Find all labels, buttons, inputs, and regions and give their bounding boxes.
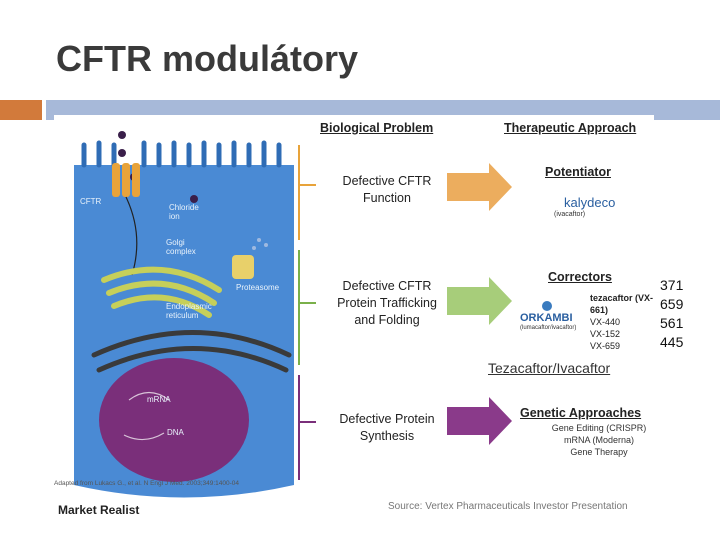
arrow-correctors (447, 277, 512, 325)
genetic-item: Gene Therapy (570, 447, 628, 457)
slide-title: CFTR modulátory (56, 38, 358, 79)
adapted-from: Adapted from Lukacs G., et al. N Engl J … (54, 480, 239, 487)
kalydeco-sub: (ivacaftor) (554, 211, 586, 218)
orkambi-logo: ORKAMBI (520, 312, 573, 324)
market-realist-logo: Market Realist (58, 503, 140, 517)
cell-illustration (74, 131, 552, 498)
side-number: 659 (660, 296, 684, 312)
problem-trafficking: Defective CFTR Protein Trafficking and F… (337, 279, 437, 327)
label-mrna: mRNA (147, 395, 171, 404)
orkambi-logo-icon (542, 301, 552, 311)
proteasome (232, 255, 254, 279)
problem-function: Defective CFTR Function (342, 174, 432, 205)
nucleus (99, 358, 249, 482)
approach-genetic: Genetic Approaches (520, 406, 642, 420)
corrector-list: tezacaftor (VX-661) VX-440 VX-152 VX-659 (590, 292, 654, 352)
cilia (81, 140, 282, 168)
divider-1 (298, 145, 316, 240)
endoplasmic-reticulum (91, 330, 292, 373)
kalydeco-logo: kalydeco (564, 195, 616, 210)
genetic-item: Gene Editing (CRISPR) (551, 423, 647, 433)
col-problem-header: Biological Problem (320, 121, 434, 135)
corrector-item: tezacaftor (VX-661) (590, 293, 654, 315)
label-chloride: Chloride ion (169, 203, 199, 221)
source-note: Source: Vertex Pharmaceuticals Investor … (388, 501, 628, 512)
genetic-list: Gene Editing (CRISPR) mRNA (Moderna) Gen… (549, 422, 649, 458)
side-numbers: 371 659 561 445 (660, 276, 683, 352)
label-er: Endoplasmic reticulum (166, 302, 212, 320)
label-proteasome: Proteasome (236, 283, 280, 292)
side-number: 561 (660, 315, 684, 331)
label-cftr: CFTR (80, 197, 102, 206)
genetic-item: mRNA (Moderna) (563, 435, 635, 445)
accent-square (0, 100, 42, 120)
divider-2 (298, 250, 316, 365)
approach-correctors: Correctors (548, 270, 612, 284)
tezacaftor-link[interactable]: Tezacaftor/Ivacaftor (488, 360, 611, 376)
corrector-item: VX-152 (590, 329, 621, 339)
side-number: 371 (660, 277, 684, 293)
orkambi-sub: (lumacaftor/ivacaftor) (520, 325, 577, 331)
divider-3 (298, 375, 316, 480)
cftr-figure: Biological Problem Therapeutic Approach … (54, 115, 654, 520)
approach-potentiator: Potentiator (545, 165, 611, 179)
cftr-channel (112, 163, 140, 276)
arrow-potentiator (447, 163, 512, 211)
label-golgi: Golgi complex (166, 238, 196, 256)
side-number: 445 (660, 334, 684, 350)
corrector-item: VX-659 (590, 341, 621, 351)
arrow-genetic (447, 397, 512, 445)
golgi-complex (101, 266, 222, 318)
col-approach-header: Therapeutic Approach (504, 121, 637, 135)
corrector-item: VX-440 (590, 317, 621, 327)
label-dna: DNA (167, 428, 184, 437)
problem-synthesis: Defective Protein Synthesis (339, 412, 435, 443)
